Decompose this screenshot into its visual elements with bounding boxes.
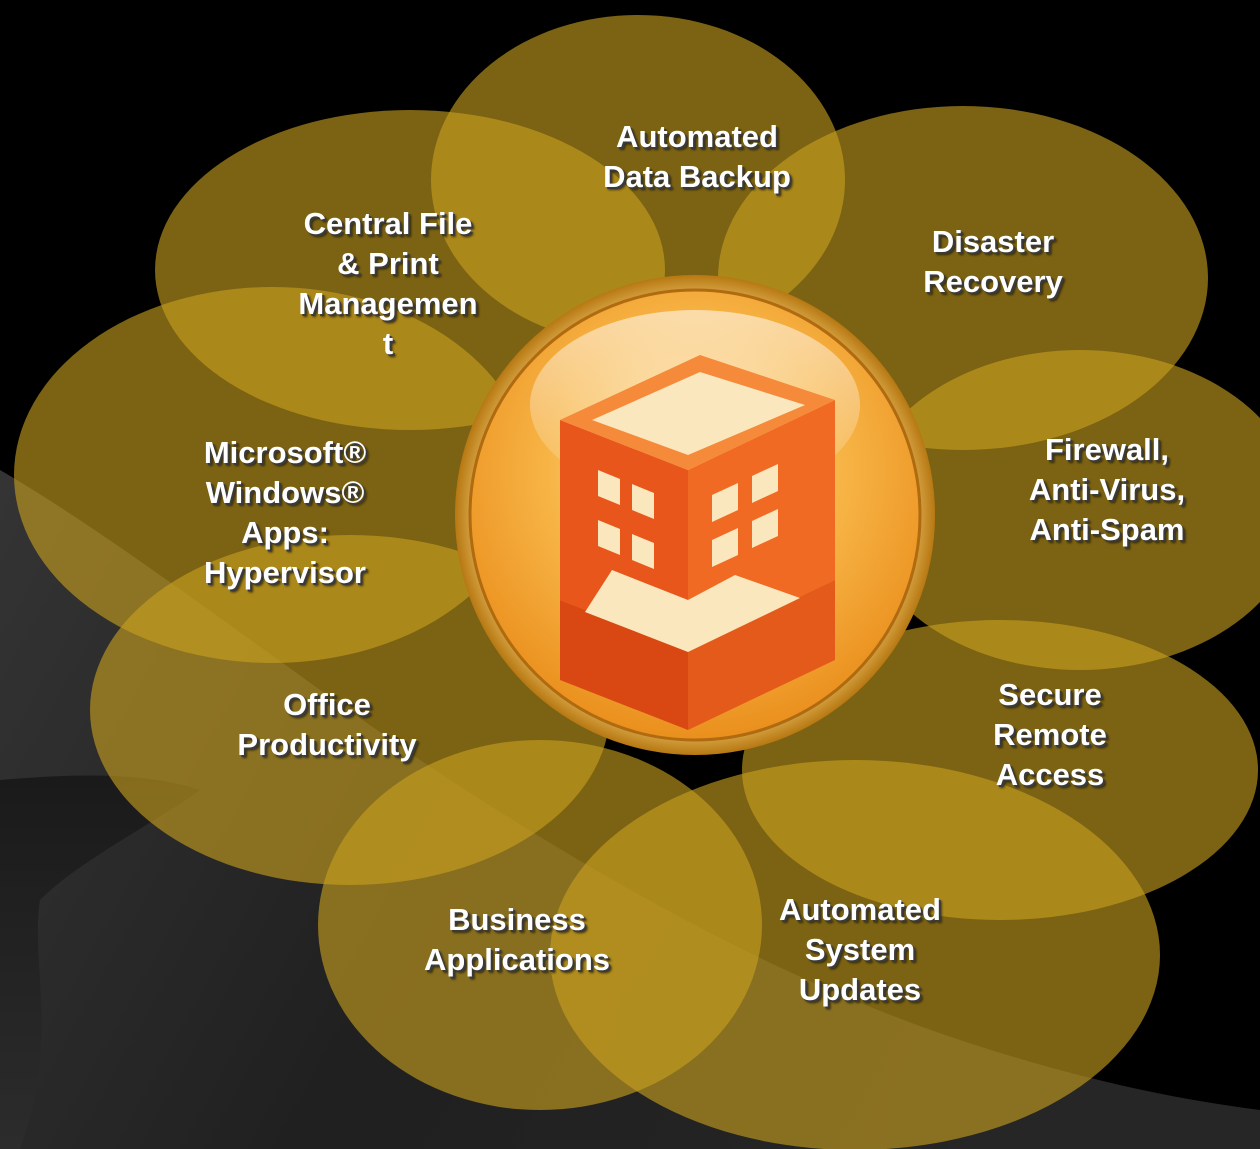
label-line: Secure [998, 677, 1102, 712]
label-line: Updates [798, 972, 922, 1007]
label-line: Anti-Spam [1029, 512, 1185, 547]
label-line: Central File [303, 206, 473, 241]
petal-label-automated-system-updates: Automated System Updates [779, 890, 941, 1010]
label-line: Office [283, 687, 371, 722]
label-line: Anti-Virus, [1028, 472, 1186, 507]
label-line: Managemen [298, 286, 478, 321]
label-line: Access [995, 757, 1105, 792]
label-line: Data Backup [603, 159, 791, 194]
petal-label-central-file-print: Central File & Print Managemen t [298, 204, 477, 364]
petal-label-microsoft-windows-apps: Microsoft® Windows® Apps: Hypervisor [204, 433, 366, 593]
label-line: Hypervisor [204, 555, 366, 590]
label-line: Remote [993, 717, 1107, 752]
label-line: Recovery [923, 264, 1063, 299]
label-line: Microsoft® [203, 435, 367, 470]
petal-label-automated-data-backup: Automated Data Backup [603, 117, 791, 197]
label-line: Productivity [237, 727, 417, 762]
petal-label-office-productivity: Office Productivity [237, 685, 416, 765]
label-line: Apps: [241, 515, 329, 550]
label-line: Business [448, 902, 586, 937]
label-line: & Print [337, 246, 439, 281]
petal-label-business-applications: Business Applications [424, 900, 610, 980]
label-line: System [804, 932, 916, 967]
label-line: Applications [423, 942, 611, 977]
petal-label-firewall: Firewall, Anti-Virus, Anti-Spam [1029, 430, 1185, 550]
office-building-icon [560, 355, 835, 730]
label-line: Windows® [205, 475, 365, 510]
label-line: t [382, 326, 394, 361]
petal-firewall-antivirus-antispam [860, 350, 1260, 670]
petal-label-disaster-recovery: Disaster Recovery [923, 222, 1063, 302]
label-line: Automated [616, 119, 778, 154]
label-line: Firewall, [1044, 432, 1170, 467]
label-line: Automated [779, 892, 941, 927]
label-line: Disaster [931, 224, 1055, 259]
petal-label-secure-remote-access: Secure Remote Access [993, 675, 1107, 795]
